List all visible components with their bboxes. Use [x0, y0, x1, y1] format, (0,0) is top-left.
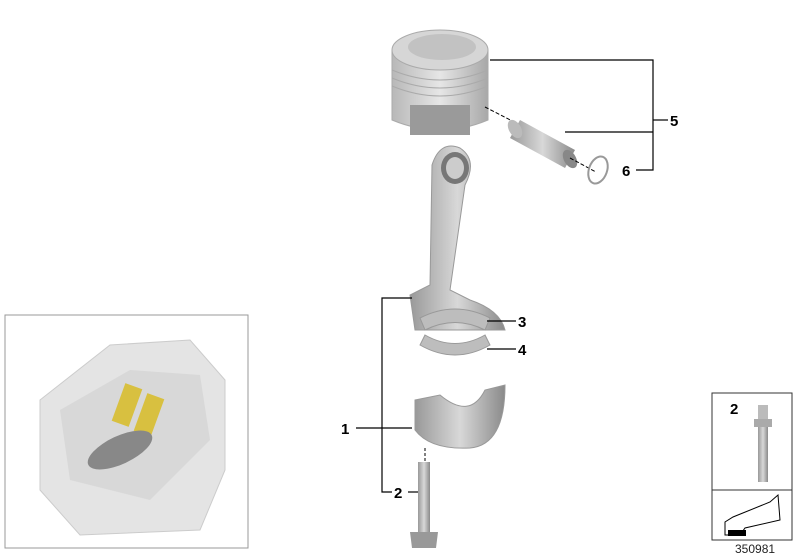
connecting-rod[interactable]: [409, 145, 506, 331]
leader-lines: [356, 59, 668, 493]
callout-2[interactable]: 2: [394, 485, 402, 502]
legend-part-number: 2: [730, 401, 738, 418]
rod-cap[interactable]: [414, 384, 506, 449]
legend-box: 2: [711, 392, 793, 541]
bearing-shell-lower[interactable]: [419, 334, 491, 356]
callout-5[interactable]: 5: [670, 113, 678, 130]
callout-1[interactable]: 1: [341, 421, 349, 438]
diagram-number: 350981: [735, 542, 775, 556]
callout-3[interactable]: 3: [518, 314, 526, 331]
callout-4[interactable]: 4: [518, 342, 527, 359]
piston[interactable]: [391, 29, 489, 135]
bearing-shell-upper[interactable]: [419, 308, 491, 331]
circlip[interactable]: [585, 154, 611, 186]
piston-pin[interactable]: [505, 117, 580, 170]
arrow-icon: [724, 493, 781, 536]
callout-6[interactable]: 6: [622, 163, 630, 180]
engine-overview-inset: [4, 314, 249, 549]
rod-bolt[interactable]: [410, 462, 438, 548]
